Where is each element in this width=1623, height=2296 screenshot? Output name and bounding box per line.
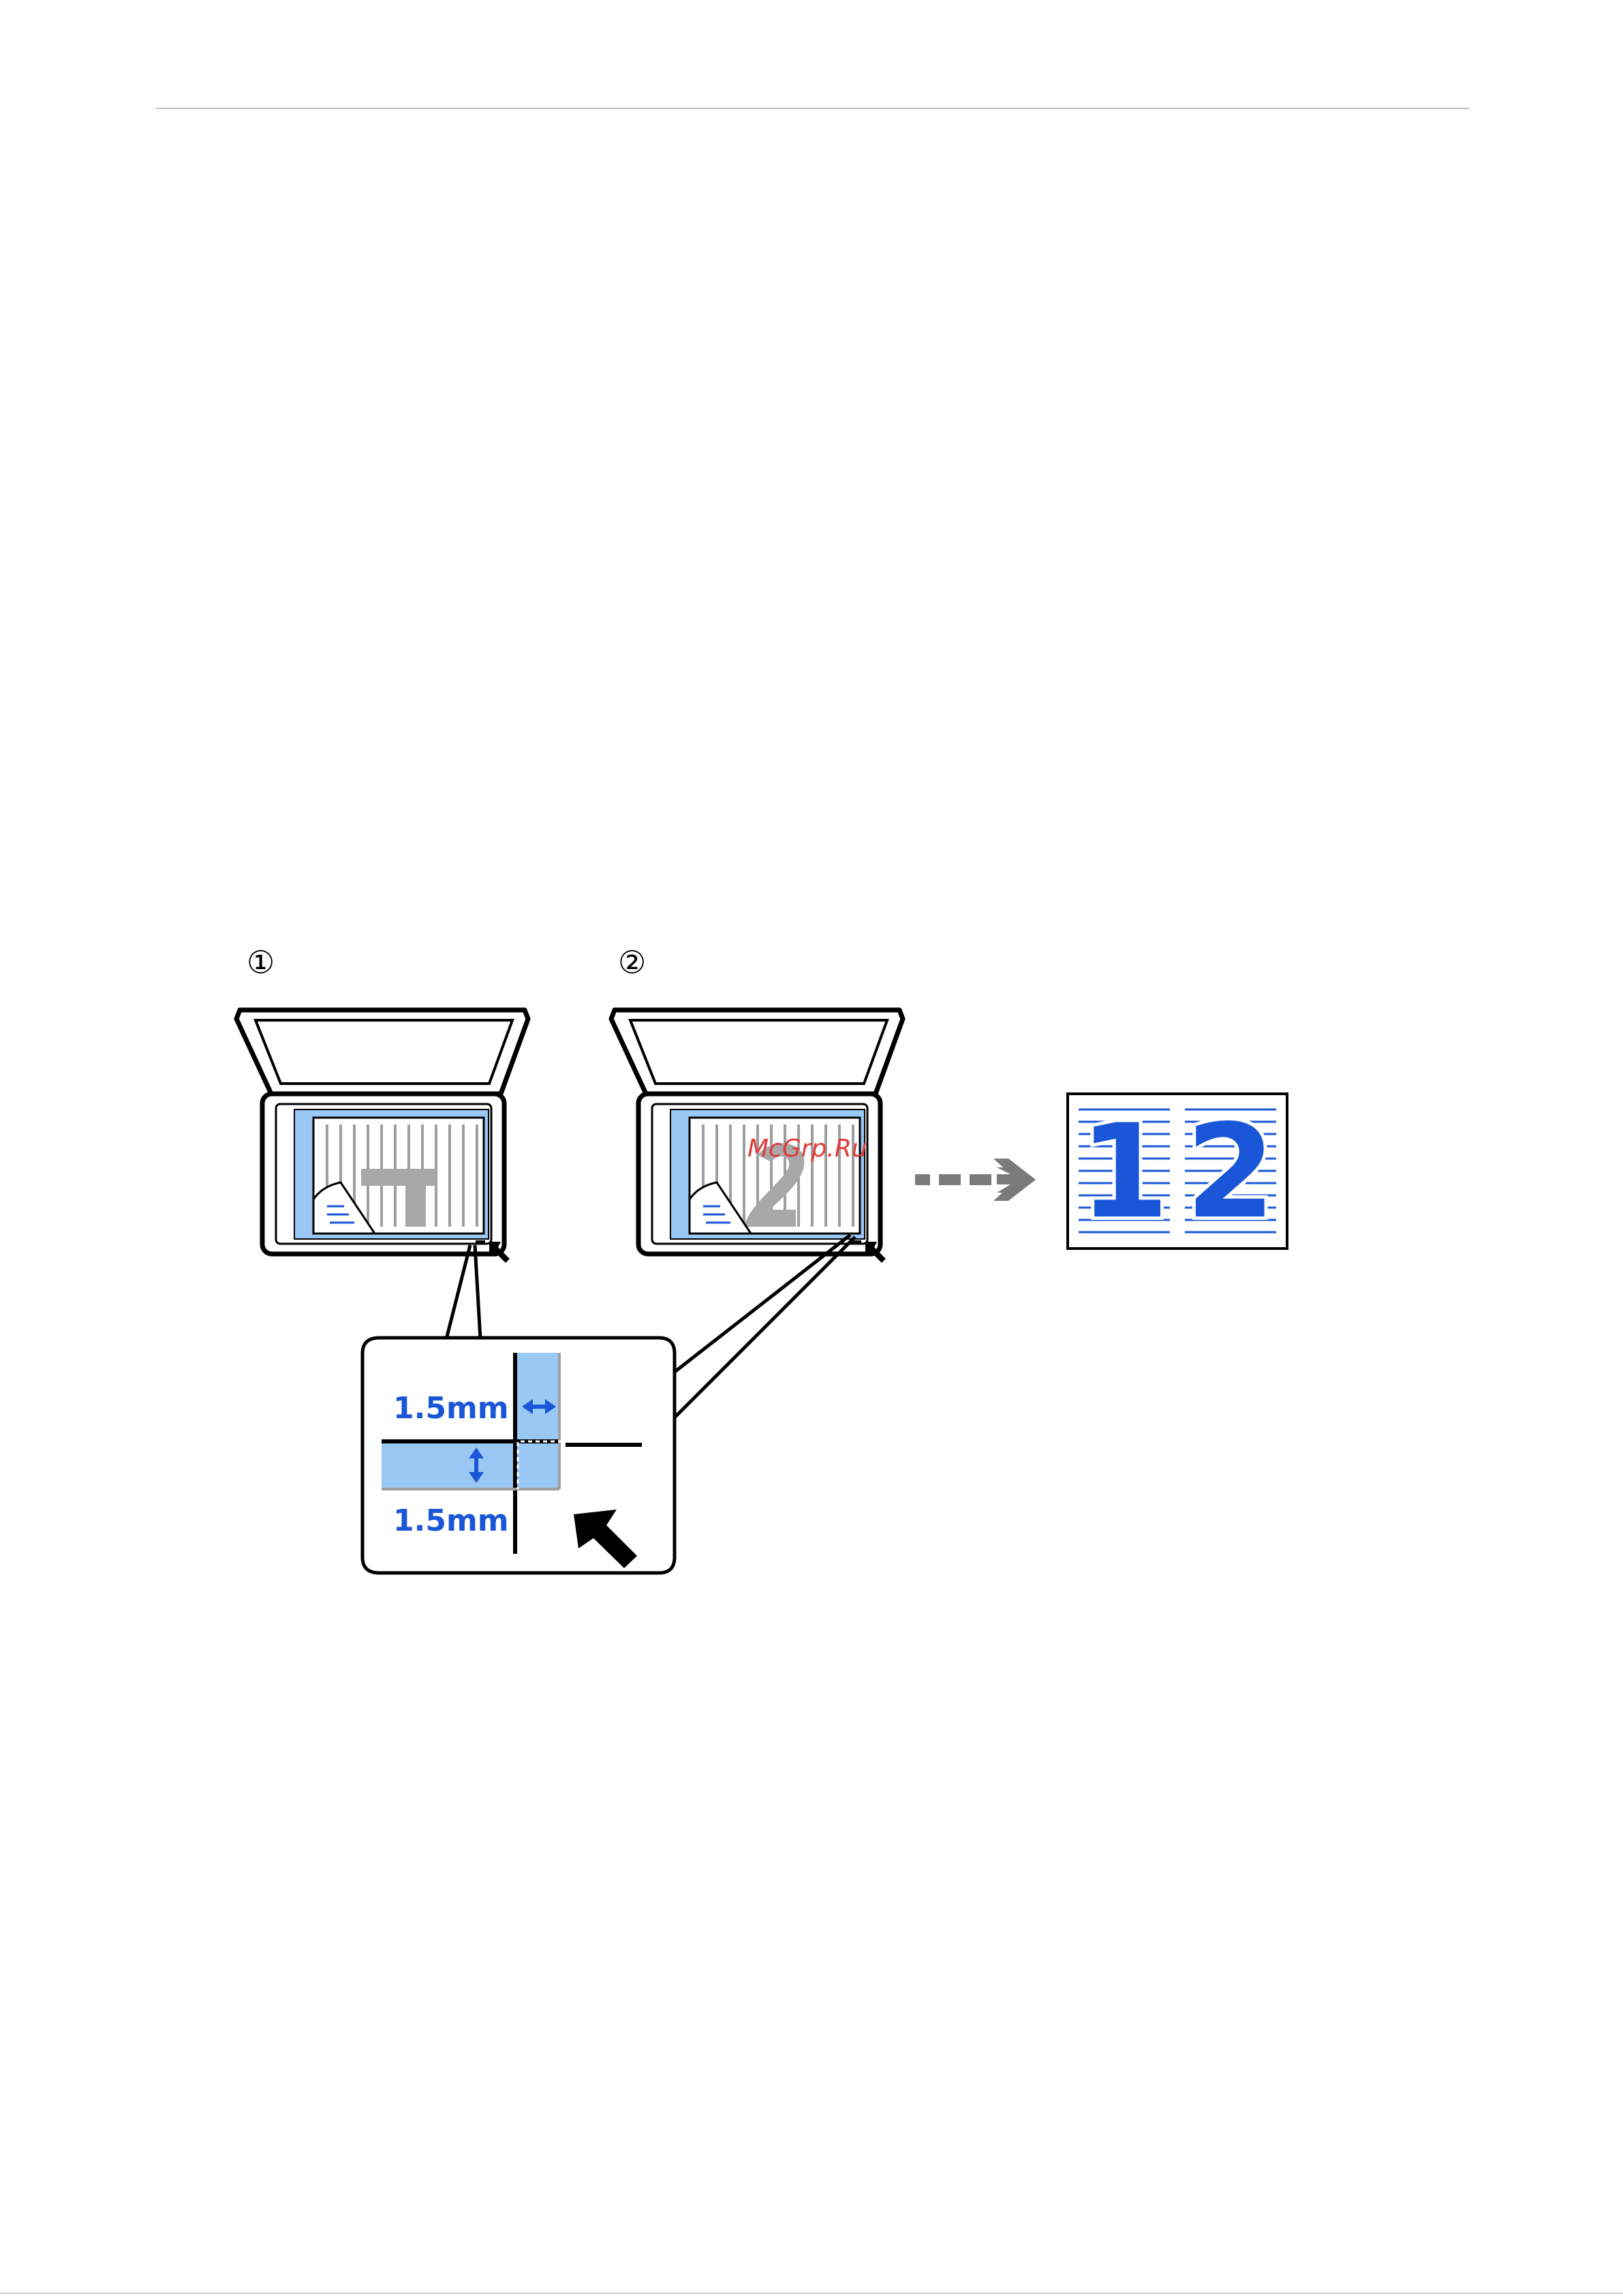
vertical-margin-label: 1.5mm [393, 1503, 509, 1538]
footer-rule [0, 2293, 1623, 2294]
step-1-number: ① [247, 944, 275, 981]
result-page-number-1: 1 [1079, 1097, 1169, 1247]
result-page: 1 2 [1068, 1094, 1287, 1249]
result-page-number-2: 2 [1186, 1097, 1276, 1247]
horizontal-margin-label: 1.5mm [393, 1391, 509, 1426]
step-2-number: ② [618, 944, 646, 981]
margin-callout: 1.5mm 1.5mm [362, 1235, 855, 1573]
scanner-1-icon [236, 1010, 528, 1263]
watermark-text: McGrp.Ru [747, 1135, 867, 1163]
dashed-arrow-icon [915, 1159, 1036, 1201]
